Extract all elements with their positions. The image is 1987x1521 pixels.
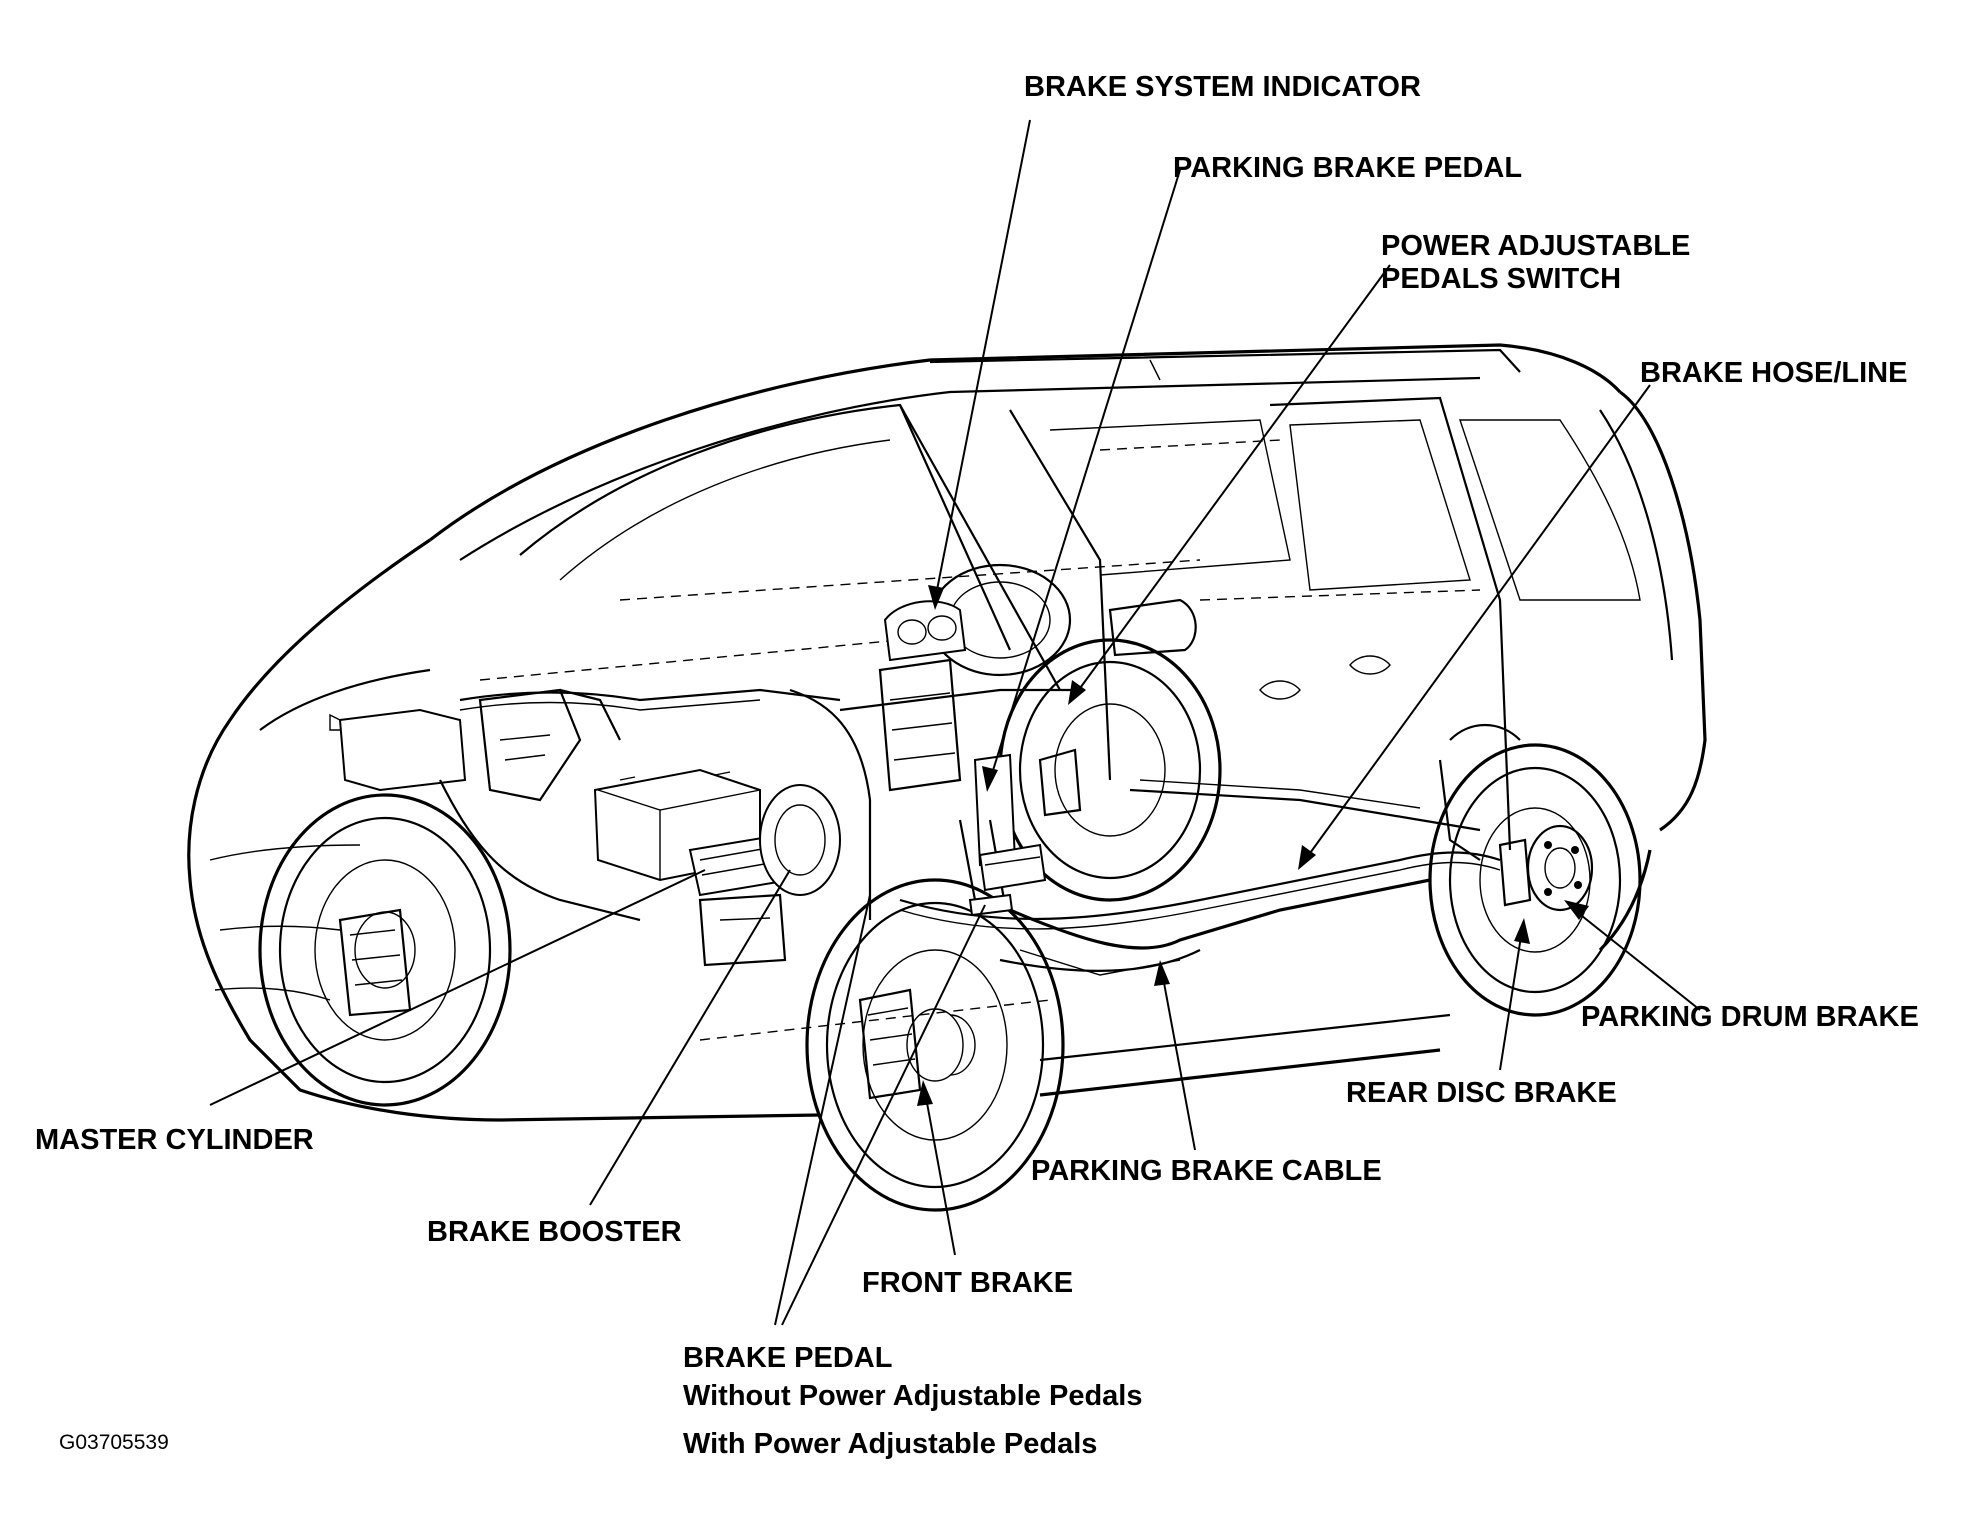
label-parking-brake-cable-text: PARKING BRAKE CABLE [1031,1155,1382,1187]
leader-brake-pedal [774,894,871,1326]
label-front-brake-text: FRONT BRAKE [862,1267,1074,1299]
label-parking-brake-pedal-text: PARKING BRAKE PEDAL [1173,152,1523,184]
arrowhead-brake-system-indicator [928,585,944,610]
label-master-cylinder: MASTER CYLINDER [35,1124,314,1157]
leader-brake-booster [589,869,791,1206]
label-front-brake: FRONT BRAKE [862,1267,1073,1300]
leader-parking-brake-cable [1161,971,1196,1151]
leader-brake-pedal-alt [781,904,986,1326]
leader-front-brake [924,1091,956,1256]
label-brake-booster-text: BRAKE BOOSTER [427,1216,682,1248]
arrowhead-rear-disc-brake [1514,918,1530,944]
leader-parking-drum-brake [1571,907,1701,1011]
leader-rear-disc-brake [1499,929,1523,1071]
arrowhead-parking-brake-cable [1154,960,1170,986]
leader-brake-system-indicator [934,119,1031,601]
label-brake-pedal: BRAKE PEDAL Without Power Adjustable Ped… [683,1339,1143,1463]
leader-power-adjustable-pedals-switch [1074,264,1391,696]
label-parking-drum-brake-text: PARKING DRUM BRAKE [1581,1001,1919,1033]
label-brake-pedal-title: BRAKE PEDAL [683,1342,893,1374]
arrowhead-brake-hose-line [1298,845,1316,870]
label-power-adjustable-pedals-switch: POWER ADJUSTABLE PEDALS SWITCH [1381,230,1690,296]
arrowhead-parking-brake-pedal [982,766,998,792]
rear-wheel [1428,743,1642,1017]
label-brake-booster: BRAKE BOOSTER [427,1216,682,1249]
label-brake-hose-line-text: BRAKE HOSE/LINE [1640,357,1908,389]
label-rear-disc-brake: REAR DISC BRAKE [1346,1077,1617,1110]
label-brake-system-indicator: BRAKE SYSTEM INDICATOR [1024,71,1421,104]
arrowhead-power-adjustable-pedals-switch [1068,680,1086,705]
front-left-wheel [258,793,512,1107]
label-rear-disc-brake-text: REAR DISC BRAKE [1346,1077,1617,1109]
leader-master-cylinder [209,869,706,1106]
label-parking-brake-cable: PARKING BRAKE CABLE [1031,1155,1382,1188]
brake-lines [439,688,1521,976]
front-center-wheel [805,878,1065,1212]
label-power-adjustable-line1: POWER ADJUSTABLE [1381,230,1691,262]
label-brake-hose-line: BRAKE HOSE/LINE [1640,357,1907,390]
leader-brake-hose-line [1304,384,1651,861]
label-parking-drum-brake: PARKING DRUM BRAKE [1581,1001,1919,1034]
label-brake-pedal-without: Without Power Adjustable Pedals [683,1380,1143,1412]
arrowhead-front-brake [917,1080,933,1106]
dashboard-and-pedals [878,563,1072,917]
figure-id: G03705539 [59,1431,169,1454]
leader-parking-brake-pedal [989,169,1181,781]
leader-lines [209,119,1701,1326]
engine-compartment [329,688,841,967]
label-brake-pedal-with: With Power Adjustable Pedals [683,1428,1098,1460]
label-pedals-switch-line2: PEDALS SWITCH [1381,263,1622,295]
label-master-cylinder-text: MASTER CYLINDER [35,1124,314,1156]
label-parking-brake-pedal: PARKING BRAKE PEDAL [1173,152,1522,185]
arrowhead-parking-drum-brake [1564,900,1589,920]
label-brake-system-indicator-text: BRAKE SYSTEM INDICATOR [1024,71,1421,103]
